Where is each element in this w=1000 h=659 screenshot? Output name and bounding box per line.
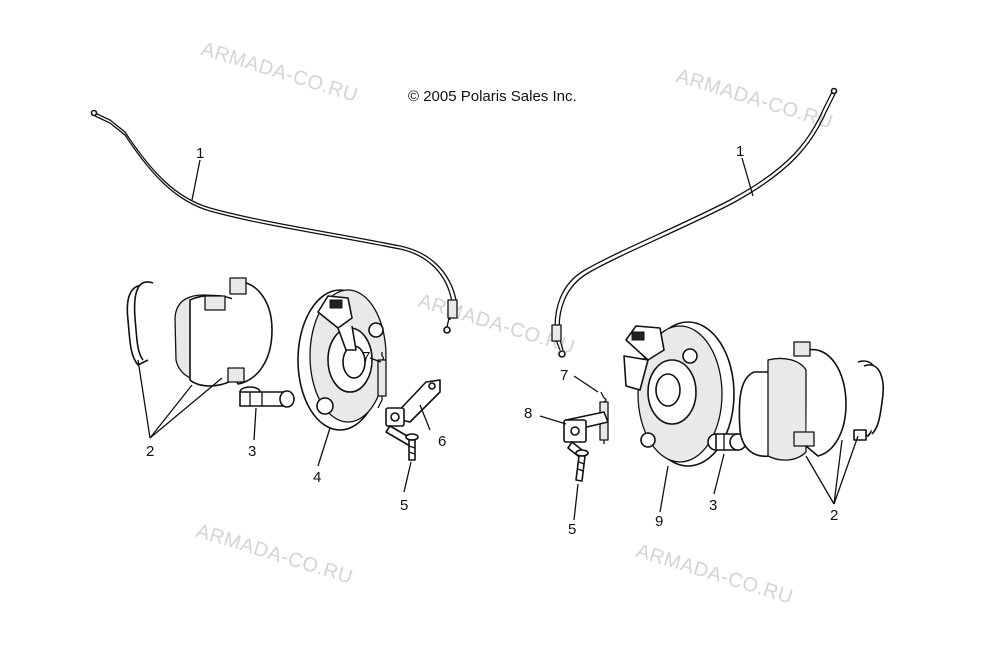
callout-backing-plate-left: 4 xyxy=(313,469,321,486)
callout-shoes-right: 2 xyxy=(830,507,838,524)
brake-lever-left xyxy=(385,379,441,447)
brake-shoe-set-left xyxy=(126,277,273,387)
callout-cam-left: 3 xyxy=(248,443,256,460)
callout-cam-right: 3 xyxy=(709,497,717,514)
bolt-left xyxy=(405,433,419,461)
brake-cable-right xyxy=(551,87,838,358)
callout-lever-right: 8 xyxy=(524,405,532,422)
brake-cam-left xyxy=(239,386,295,408)
backing-plate-right xyxy=(623,321,735,467)
brake-cam-right xyxy=(707,433,747,451)
brake-shoe-set-right xyxy=(738,341,884,461)
callout-spring-right: 7 xyxy=(560,367,568,384)
callout-cable-right: 1 xyxy=(736,143,744,160)
callout-labels: 1 2 3 4 7 6 5 1 7 8 5 9 3 2 xyxy=(146,143,838,538)
brake-lever-right xyxy=(563,411,609,457)
callout-lever-left: 6 xyxy=(438,433,446,450)
callout-bolt-left: 5 xyxy=(400,497,408,514)
callout-cable-left: 1 xyxy=(196,145,204,162)
callout-shoes-left: 2 xyxy=(146,443,154,460)
copyright-notice: © 2005 Polaris Sales Inc. xyxy=(408,88,577,105)
brake-cable-left xyxy=(90,109,458,334)
callout-spring-left: 7 xyxy=(362,349,370,366)
backing-plate-left xyxy=(297,289,387,431)
callout-bolt-right: 5 xyxy=(568,521,576,538)
callout-backing-plate-right: 9 xyxy=(655,513,663,530)
return-spring-left xyxy=(377,352,387,409)
leader-lines xyxy=(137,157,859,521)
bolt-right xyxy=(575,449,589,482)
